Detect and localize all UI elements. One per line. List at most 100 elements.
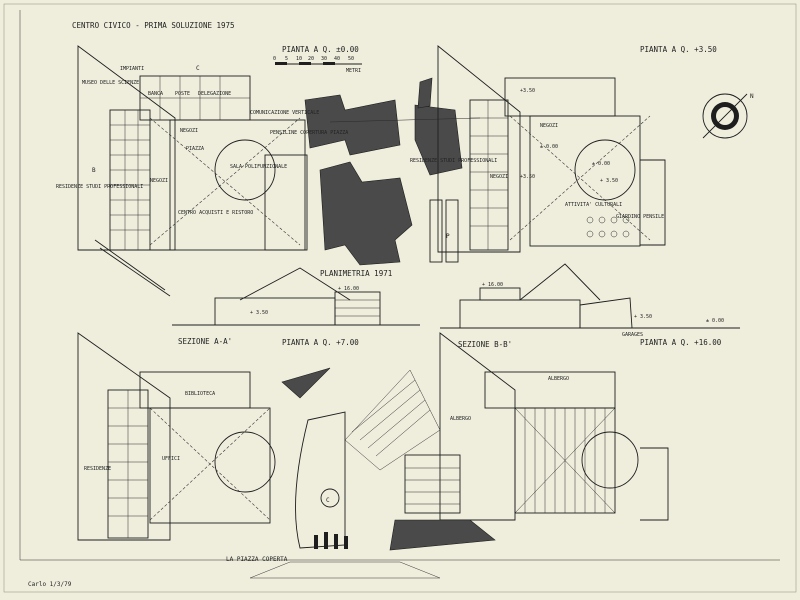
site-plan-parking-b: [445, 199, 459, 263]
plan-350-block-left: [469, 99, 509, 251]
plan-000-label-shops-2: NEGOZI: [150, 178, 168, 184]
plan-700-triangle-wing: [77, 332, 171, 541]
section-bb-title: SEZIONE B-B': [458, 340, 512, 349]
plan-000-ramp-edge: [99, 247, 171, 297]
section-bb: + 16.00 + 3.50 GARAGES ± 0.00 SEZIONE B-…: [440, 263, 740, 349]
section-bb-upper: [479, 287, 521, 301]
site-plan-title: PLANIMETRIA 1971: [320, 269, 392, 278]
plan-350-diagonal-b: [509, 115, 651, 241]
plan-700-room-grid: [108, 390, 148, 538]
plan-350-room-grid: [470, 100, 508, 250]
perspective-building: [404, 454, 461, 514]
plan-000-ramp: [94, 239, 166, 291]
plan-000-east-block: [264, 154, 308, 251]
section-aa: + 16.00 + 3.50 SEZIONE A-A': [172, 267, 420, 346]
plan-000-label-square: PIAZZA: [186, 146, 204, 152]
plan-level-700: BIBLIOTECA UFFICI RESIDENZE: [77, 332, 276, 541]
plan-000-diagonal-a: [149, 117, 301, 246]
plan-1600-title: PIANTA A Q. +16.00: [640, 338, 722, 347]
perspective-canopy-hatch: [351, 379, 431, 457]
plan-000-label-museum: MUSEO DELLE SCIENZE: [82, 80, 139, 86]
plan-350-triangle-wing: [437, 45, 521, 253]
section-aa-label-mid: + 3.50: [250, 310, 268, 316]
scale-tick-40: 40: [334, 56, 340, 62]
plan-000-room-grid: [110, 110, 150, 250]
corner-note: Carlo 1/3/79: [28, 581, 72, 588]
plan-1600-roof-hatch: [514, 407, 616, 514]
plan-level-1600: ALBERGO ALBERGO: [439, 332, 669, 521]
section-aa-title: SEZIONE A-A': [178, 337, 232, 346]
plan-level-350: +3.50 NEGOZI ± 0.00 ± 0.00 + 3.50 NEGOZI…: [437, 45, 666, 253]
section-aa-label-top: + 16.00: [338, 286, 359, 292]
plan-000-block-left: [109, 109, 151, 251]
plan-350-title: PIANTA A Q. +3.50: [640, 45, 717, 54]
section-bb-label-mid: + 3.50: [634, 314, 652, 320]
scale-tick-0: 0: [273, 56, 276, 62]
plan-1600-east-wing: [640, 447, 669, 521]
plan-700-main-hall: [149, 407, 271, 524]
plan-700-library: [139, 371, 251, 409]
plan-350-label-level-b: + 3.50: [600, 178, 618, 184]
plan-000-bank-rooms: [140, 76, 250, 120]
plan-1600-round-hall: [581, 431, 639, 489]
scale-tick-20: 20: [308, 56, 314, 62]
site-plan-label-parking: P: [446, 233, 450, 240]
plan-level-000: IMPIANTI MUSEO DELLE SCIENZE BANCA POSTE…: [56, 45, 308, 297]
perspective-caption: LA PIAZZA COPERTA: [226, 556, 288, 563]
section-aa-floors: [335, 299, 380, 317]
section-aa-body: [214, 297, 336, 326]
plan-000-diagonal-b: [149, 117, 301, 246]
section-bb-garages: [579, 297, 633, 329]
site-plan-block-south: [319, 161, 413, 266]
scale-tick-50: 50: [348, 56, 354, 62]
plan-350-trees: [586, 216, 630, 238]
plan-000-label-shops: NEGOZI: [180, 128, 198, 134]
plan-350-label-level: +3.50: [520, 88, 535, 94]
section-bb-label-garages: GARAGES: [622, 332, 643, 338]
perspective-building-floors: [405, 467, 460, 505]
plan-350-label-level-c: +3.50: [520, 174, 535, 180]
plan-000-label-delegation: DELEGAZIONE: [198, 91, 231, 97]
scale-unit: METRI: [346, 68, 361, 74]
site-plan: COMUNICAZIONE VERTICALE PENSILINE COPERT…: [250, 77, 497, 278]
plan-000-label-shopping: CENTRO ACQUISTI E RISTORO: [178, 210, 253, 216]
plan-000-label-bank: BANCA: [148, 91, 163, 97]
plan-000-title: PIANTA A Q. ±0.00: [282, 45, 359, 54]
scale-tick-30: 30: [321, 56, 327, 62]
plan-000-label-hall: SALA POLIFUNZIONALE: [230, 164, 287, 170]
perspective-ground: [249, 561, 441, 579]
plan-700-label-offices: UFFICI: [162, 456, 180, 462]
site-plan-block-north: [304, 94, 401, 156]
plan-350-label-zero-a: ± 0.00: [540, 144, 558, 150]
perspective-logo-letter: C: [326, 497, 330, 504]
plan-000-round-hall: [214, 139, 276, 201]
plan-1600-label-hotel: ALBERGO: [548, 376, 569, 382]
site-plan-street: [329, 117, 481, 123]
plan-700-title: PIANTA A Q. +7.00: [282, 338, 359, 347]
perspective-figures: [314, 532, 348, 549]
plan-350-label-garden: GIARDINO PENSILE: [616, 214, 664, 220]
sheet-title: CENTRO CIVICO - PRIMA SOLUZIONE 1975: [72, 21, 235, 30]
scale-tick-10: 10: [296, 56, 302, 62]
perspective-logo-ring: [320, 488, 340, 508]
plan-700-label-residences: RESIDENZE: [84, 466, 111, 472]
plan-000-triangle-wing: [77, 45, 176, 251]
plan-350-east-wing: [640, 159, 666, 246]
plan-350-top-block: [504, 77, 616, 117]
perspective-pillar: [295, 411, 346, 549]
perspective-canopy-mid: [344, 369, 441, 471]
scale-bar: 0 5 10 20 30 40 50 METRI: [273, 56, 362, 74]
site-plan-label-residences: RESIDENZE STUDI PROFESSIONALI: [410, 158, 497, 164]
compass-needle: [702, 93, 748, 139]
plan-000-marker-b: B: [92, 167, 96, 174]
north-arrow: N: [702, 93, 754, 139]
perspective-canopy-left: [281, 367, 331, 399]
plan-000-label-post: POSTE: [175, 91, 190, 97]
plan-000-label-residences: RESIDENZE STUDI PROFESSIONALI: [56, 184, 143, 190]
plan-350-label-shops: NEGOZI: [540, 123, 558, 129]
plan-350-label-shops-2: NEGOZI: [490, 174, 508, 180]
sheet-border: [3, 3, 797, 593]
plan-350-diagonal-a: [509, 115, 651, 241]
